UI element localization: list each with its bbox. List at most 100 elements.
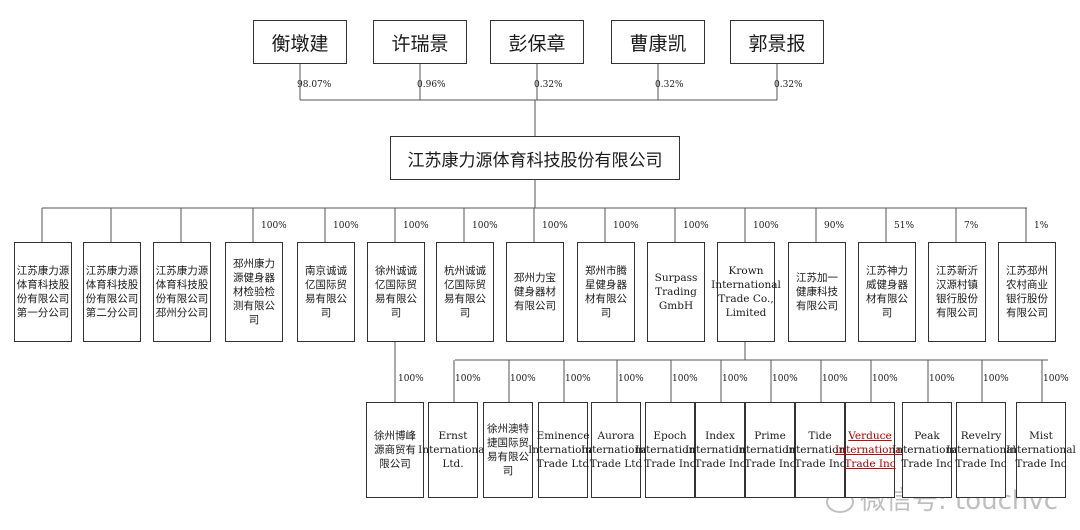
- krown-child-pct: 100%: [565, 374, 591, 384]
- subsidiary-pct: 100%: [261, 221, 287, 231]
- krown-child-box: Peak International Trade Inc: [892, 402, 962, 498]
- krown-child-pct: 100%: [1043, 374, 1069, 384]
- subsidiary-box: 徐州诚诚亿国际贸易有限公司: [367, 242, 425, 342]
- company-box-label: 江苏康力源体育科技股份有限公司: [407, 150, 663, 171]
- shareholder-box: 曹康凯: [611, 20, 705, 64]
- xuzhou-child-box-label: 徐州博峰源商贸有限公司: [374, 430, 416, 470]
- subsidiary-box: 江苏邳州农村商业银行股份有限公司: [998, 242, 1056, 342]
- krown-child-box-label: Eminence International Trade Ltd: [528, 430, 598, 470]
- subsidiary-box-label: 南京诚诚亿国际贸易有限公司: [305, 265, 347, 319]
- subsidiary-pct: 7%: [964, 221, 979, 231]
- subsidiary-box-label: 邳州康力源健身器材检验检测有限公司: [233, 258, 275, 326]
- shareholder-box: 衡墩建: [253, 20, 347, 64]
- subsidiary-box: 江苏神力威健身器材有限公司: [858, 242, 916, 342]
- krown-child-box: Prime International Trade Inc: [735, 402, 805, 498]
- shareholder-pct: 0.96%: [417, 80, 446, 90]
- krown-child-box-label: Epoch International Trade Inc: [635, 430, 705, 470]
- krown-child-pct: 100%: [672, 374, 698, 384]
- krown-child-box: Index International Trade Inc: [685, 402, 755, 498]
- subsidiary-box-label: 郑州市腾星健身器材有限公司: [585, 265, 627, 319]
- krown-child-box-label: Aurora International Trade Ltd: [581, 430, 651, 470]
- krown-child-box-label: Index International Trade Inc: [685, 430, 755, 470]
- subsidiary-box-label: 江苏邳州农村商业银行股份有限公司: [1006, 265, 1048, 319]
- subsidiary-box-label: 江苏新沂汉源村镇银行股份有限公司: [936, 265, 978, 319]
- xuzhou-child-pct: 100%: [398, 374, 424, 384]
- subsidiary-pct: 51%: [894, 221, 915, 231]
- subsidiary-box: Surpass Trading GmbH: [647, 242, 705, 342]
- subsidiary-pct: 90%: [824, 221, 845, 231]
- subsidiary-box: 江苏康力源体育科技股份有限公司邳州分公司: [153, 242, 211, 342]
- subsidiary-box-label: 杭州诚诚亿国际贸易有限公司: [444, 265, 486, 319]
- shareholder-pct: 98.07%: [297, 80, 332, 90]
- subsidiary-box: 江苏康力源体育科技股份有限公司第一分公司: [14, 242, 72, 342]
- shareholder-box-label: 衡墩建: [271, 32, 329, 55]
- krown-child-box: Verduce International Trade Inc: [835, 402, 905, 498]
- subsidiary-box: 江苏加一健康科技有限公司: [788, 242, 846, 342]
- subsidiary-pct: 100%: [333, 221, 359, 231]
- subsidiary-pct: 100%: [683, 221, 709, 231]
- krown-child-box: Epoch International Trade Inc: [635, 402, 705, 498]
- subsidiary-pct: 100%: [542, 221, 568, 231]
- krown-child-pct: 100%: [983, 374, 1009, 384]
- krown-child-box-label: Mist International Trade Inc: [1006, 430, 1076, 470]
- subsidiary-pct: 100%: [613, 221, 639, 231]
- subsidiary-box-label: 江苏加一健康科技有限公司: [796, 272, 838, 312]
- krown-child-box: Aurora International Trade Ltd: [581, 402, 651, 498]
- krown-child-pct: 100%: [455, 374, 481, 384]
- shareholder-box-label: 许瑞景: [391, 32, 449, 55]
- subsidiary-box-label: 江苏神力威健身器材有限公司: [866, 265, 908, 319]
- krown-child-pct: 100%: [510, 374, 536, 384]
- krown-child-box: Ernst International Ltd.: [418, 402, 488, 498]
- krown-child-box-label: Revelry International Trade Inc: [946, 430, 1016, 470]
- company-box: 江苏康力源体育科技股份有限公司: [390, 136, 680, 180]
- subsidiary-box: 江苏康力源体育科技股份有限公司第二分公司: [83, 242, 141, 342]
- shareholder-pct: 0.32%: [534, 80, 563, 90]
- krown-child-box: Revelry International Trade Inc: [946, 402, 1016, 498]
- subsidiary-box: 邳州康力源健身器材检验检测有限公司: [225, 242, 283, 342]
- krown-child-box-label: Ernst International Ltd.: [418, 430, 488, 470]
- subsidiary-box-label: Surpass Trading GmbH: [654, 272, 698, 312]
- krown-child-box: Mist International Trade Inc: [1006, 402, 1076, 498]
- krown-child-box-label: 徐州澳特捷国际贸易有限公司: [487, 423, 529, 477]
- subsidiary-box: Krown International Trade Co., Limited: [711, 242, 781, 342]
- shareholder-pct: 0.32%: [774, 80, 803, 90]
- krown-child-pct: 100%: [872, 374, 898, 384]
- subsidiary-pct: 100%: [403, 221, 429, 231]
- shareholder-pct: 0.32%: [655, 80, 684, 90]
- subsidiary-pct: 100%: [753, 221, 779, 231]
- krown-child-box: Tide International Trade Inc: [785, 402, 855, 498]
- subsidiary-box-label: 邳州力宝健身器材有限公司: [514, 272, 556, 312]
- krown-child-box-label: Verduce International Trade Inc: [835, 430, 905, 470]
- xuzhou-child-box: 徐州博峰源商贸有限公司: [366, 402, 424, 498]
- krown-child-pct: 100%: [772, 374, 798, 384]
- shareholder-box-label: 郭景报: [748, 32, 806, 55]
- krown-child-pct: 100%: [618, 374, 644, 384]
- krown-child-box-label: Peak International Trade Inc: [892, 430, 962, 470]
- subsidiary-box-label: Krown International Trade Co., Limited: [711, 265, 781, 319]
- krown-child-pct: 100%: [722, 374, 748, 384]
- shareholder-box-label: 曹康凯: [629, 32, 687, 55]
- subsidiary-box-label: 江苏康力源体育科技股份有限公司第一分公司: [16, 265, 70, 319]
- subsidiary-box: 南京诚诚亿国际贸易有限公司: [297, 242, 355, 342]
- shareholder-box-label: 彭保章: [508, 32, 566, 55]
- krown-child-box-label: Prime International Trade Inc: [735, 430, 805, 470]
- shareholder-box: 许瑞景: [373, 20, 467, 64]
- subsidiary-box: 江苏新沂汉源村镇银行股份有限公司: [928, 242, 986, 342]
- subsidiary-box: 郑州市腾星健身器材有限公司: [577, 242, 635, 342]
- subsidiary-box-label: 江苏康力源体育科技股份有限公司邳州分公司: [155, 265, 209, 319]
- krown-child-pct: 100%: [822, 374, 848, 384]
- subsidiary-pct: 1%: [1034, 221, 1049, 231]
- subsidiary-box-label: 江苏康力源体育科技股份有限公司第二分公司: [85, 265, 139, 319]
- krown-child-box: 徐州澳特捷国际贸易有限公司: [483, 402, 533, 498]
- krown-child-pct: 100%: [929, 374, 955, 384]
- subsidiary-box: 邳州力宝健身器材有限公司: [506, 242, 564, 342]
- shareholder-box: 郭景报: [730, 20, 824, 64]
- shareholder-box: 彭保章: [490, 20, 584, 64]
- krown-child-box-label: Tide International Trade Inc: [785, 430, 855, 470]
- krown-child-box: Eminence International Trade Ltd: [528, 402, 598, 498]
- subsidiary-box-label: 徐州诚诚亿国际贸易有限公司: [375, 265, 417, 319]
- subsidiary-box: 杭州诚诚亿国际贸易有限公司: [436, 242, 494, 342]
- subsidiary-pct: 100%: [472, 221, 498, 231]
